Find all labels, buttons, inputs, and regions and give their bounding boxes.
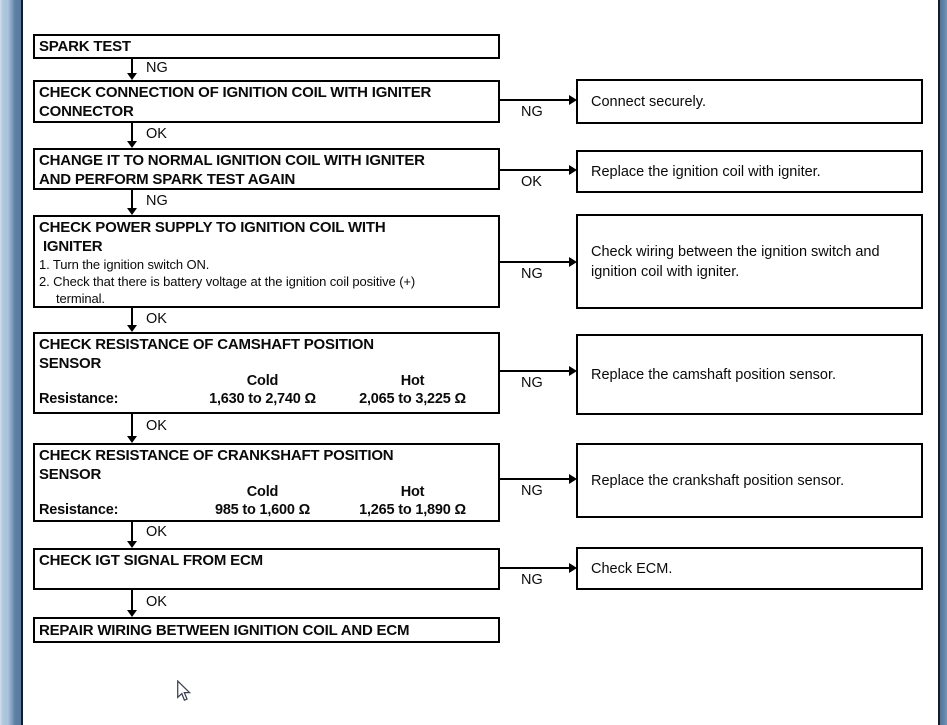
down-arrow-line <box>131 190 133 208</box>
cold-resistance-value: 1,630 to 2,740 Ω <box>209 391 316 407</box>
window-frame-left-divider <box>21 0 23 725</box>
flow-node-repair-wiring: REPAIR WIRING BETWEEN IGNITION COIL AND … <box>33 617 500 643</box>
down-arrow-line <box>131 308 133 325</box>
down-connector-label: OK <box>146 126 167 142</box>
flow-node-title: CHECK POWER SUPPLY TO IGNITION COIL WITH… <box>39 219 386 255</box>
down-connector-label: NG <box>146 60 168 76</box>
side-arrow-line <box>500 261 570 263</box>
down-arrow-line <box>131 590 133 610</box>
side-arrow-line <box>500 99 570 101</box>
resistance-table-header: Cold Hot <box>35 484 498 502</box>
down-connector-label: OK <box>146 524 167 540</box>
action-text: Replace the camshaft position sensor. <box>591 366 837 383</box>
col-header-cold: Cold <box>246 373 279 389</box>
flow-node-title: CHECK RESISTANCE OF CAMSHAFT POSITION SE… <box>39 336 374 372</box>
mouse-cursor-icon <box>177 680 192 702</box>
resistance-table-row: Resistance: 1,630 to 2,740 Ω 2,065 to 3,… <box>35 391 498 409</box>
resistance-table-row: Resistance: 985 to 1,600 Ω 1,265 to 1,89… <box>35 502 498 520</box>
down-arrowhead-icon <box>127 610 137 617</box>
down-arrow-line <box>131 414 133 436</box>
window-frame-right-divider <box>938 0 940 725</box>
col-header-hot: Hot <box>400 373 425 389</box>
action-box-connect-securely: Connect securely. <box>576 79 923 124</box>
action-text: Check wiring between the ignition switch… <box>591 243 880 280</box>
down-arrowhead-icon <box>127 325 137 332</box>
hot-resistance-value: 2,065 to 3,225 Ω <box>359 391 466 407</box>
side-connector-label: NG <box>521 483 543 499</box>
step-item-continuation: terminal. <box>56 291 105 306</box>
col-header-cold: Cold <box>246 484 279 500</box>
row-label-resistance: Resistance: <box>39 502 119 518</box>
action-box-check-wiring: Check wiring between the ignition switch… <box>576 214 923 309</box>
window-frame-left <box>0 0 21 725</box>
down-arrowhead-icon <box>127 141 137 148</box>
flow-node-check-connection: CHECK CONNECTION OF IGNITION COIL WITH I… <box>33 80 500 123</box>
side-connector-label: NG <box>521 104 543 120</box>
side-arrow-line <box>500 478 570 480</box>
down-connector-label: OK <box>146 311 167 327</box>
hot-resistance-value: 1,265 to 1,890 Ω <box>359 502 466 518</box>
right-arrowhead-icon <box>569 366 577 376</box>
flow-node-title: CHANGE IT TO NORMAL IGNITION COIL WITH I… <box>39 152 425 188</box>
side-connector-label: NG <box>521 572 543 588</box>
window-frame-right <box>940 0 947 725</box>
side-connector-label: NG <box>521 266 543 282</box>
flow-node-crankshaft-resistance: CHECK RESISTANCE OF CRANKSHAFT POSITION … <box>33 443 500 522</box>
side-arrow-line <box>500 370 570 372</box>
down-arrowhead-icon <box>127 73 137 80</box>
flow-node-change-coil: CHANGE IT TO NORMAL IGNITION COIL WITH I… <box>33 148 500 190</box>
flow-node-steps: 1. Turn the ignition switch ON. 2. Check… <box>35 256 498 307</box>
down-arrowhead-icon <box>127 436 137 443</box>
right-arrowhead-icon <box>569 165 577 175</box>
step-item: 2. Check that there is battery voltage a… <box>39 274 416 289</box>
right-arrowhead-icon <box>569 95 577 105</box>
cold-resistance-value: 985 to 1,600 Ω <box>214 502 311 518</box>
action-box-replace-coil: Replace the ignition coil with igniter. <box>576 150 923 193</box>
flow-node-title: CHECK CONNECTION OF IGNITION COIL WITH I… <box>39 84 432 120</box>
step-item: 1. Turn the ignition switch ON. <box>39 257 210 272</box>
action-box-check-ecm: Check ECM. <box>576 547 923 590</box>
down-arrowhead-icon <box>127 208 137 215</box>
action-text: Replace the crankshaft position sensor. <box>591 472 845 489</box>
right-arrowhead-icon <box>569 474 577 484</box>
resistance-table-header: Cold Hot <box>35 373 498 391</box>
down-arrow-line <box>131 123 133 141</box>
down-connector-label: OK <box>146 594 167 610</box>
right-arrowhead-icon <box>569 563 577 573</box>
action-box-replace-camshaft-sensor: Replace the camshaft position sensor. <box>576 334 923 415</box>
flow-node-check-igt-signal: CHECK IGT SIGNAL FROM ECM <box>33 548 500 590</box>
flow-node-title: CHECK IGT SIGNAL FROM ECM <box>39 552 263 569</box>
right-arrowhead-icon <box>569 257 577 267</box>
action-text: Replace the ignition coil with igniter. <box>591 163 821 180</box>
side-connector-label: NG <box>521 375 543 391</box>
flow-node-check-power-supply: CHECK POWER SUPPLY TO IGNITION COIL WITH… <box>33 215 500 308</box>
side-arrow-line <box>500 169 570 171</box>
flow-node-title: CHECK RESISTANCE OF CRANKSHAFT POSITION … <box>39 447 394 483</box>
action-text: Connect securely. <box>591 93 706 110</box>
down-arrow-line <box>131 59 133 73</box>
side-arrow-line <box>500 567 570 569</box>
down-connector-label: OK <box>146 418 167 434</box>
side-connector-label: OK <box>521 174 542 190</box>
row-label-resistance: Resistance: <box>39 391 119 407</box>
action-box-replace-crankshaft-sensor: Replace the crankshaft position sensor. <box>576 443 923 518</box>
down-arrowhead-icon <box>127 541 137 548</box>
flow-node-title: SPARK TEST <box>39 38 131 55</box>
col-header-hot: Hot <box>400 484 425 500</box>
flow-node-spark-test: SPARK TEST <box>33 34 500 59</box>
action-text: Check ECM. <box>591 560 673 577</box>
flow-node-camshaft-resistance: CHECK RESISTANCE OF CAMSHAFT POSITION SE… <box>33 332 500 414</box>
down-connector-label: NG <box>146 193 168 209</box>
flow-node-title: REPAIR WIRING BETWEEN IGNITION COIL AND … <box>39 621 410 639</box>
down-arrow-line <box>131 522 133 541</box>
